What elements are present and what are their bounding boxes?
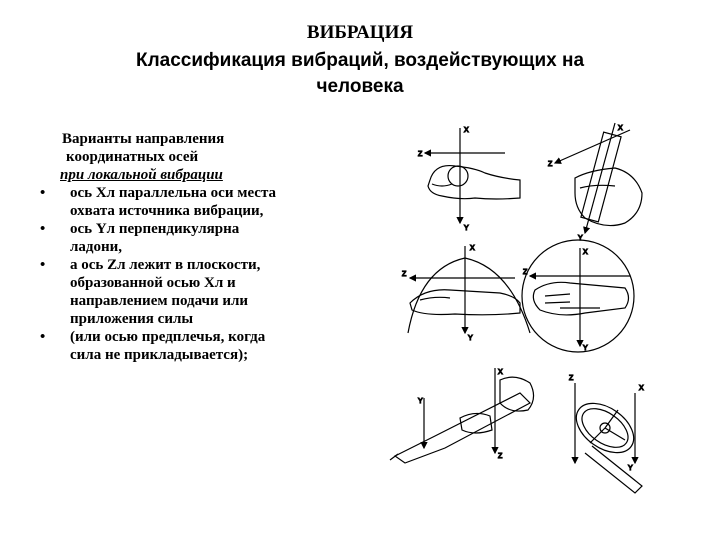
bullet-symbol: • — [40, 221, 46, 237]
bullet-item: • ось Хл параллельна оси места охвата ис… — [40, 184, 370, 220]
bullet-line: ось Yл перпендикулярна — [70, 221, 240, 237]
bullet-item: • ось Yл перпендикулярна ладони, — [40, 220, 370, 256]
hand-in-circle-icon: X Z Y — [521, 239, 635, 353]
axis-label-x: X — [464, 127, 469, 134]
heading-line-2: координатных осей — [66, 149, 199, 165]
axis-label-z: Z — [569, 375, 574, 382]
bullet-symbol: • — [40, 329, 46, 345]
axis-label-y: Y — [578, 235, 583, 242]
hand-grip-cylinder-icon: X Z Y — [547, 122, 643, 243]
text-block: Варианты направления координатных осей п… — [40, 130, 370, 364]
bullet-line: направлением подачи или — [70, 293, 249, 309]
flat-hand-icon: X Z Y — [401, 244, 531, 343]
axis-label-y: Y — [418, 398, 423, 405]
bullet-symbol: • — [40, 185, 46, 201]
axis-label-z: Z — [548, 161, 553, 168]
subtitle-line-2: человека — [316, 76, 404, 97]
heading-line-3: при локальной вибрации — [60, 167, 223, 183]
bullet-line: образованной осью Хл и — [70, 275, 236, 291]
slide-title: ВИБРАЦИЯ — [306, 22, 414, 43]
steering-wheel-icon: Z X Y — [568, 374, 645, 494]
bullet-line: охвата источника вибрации, — [70, 203, 264, 219]
axis-label-y: Y — [583, 345, 588, 352]
axis-label-x: X — [470, 245, 475, 252]
axis-label-z: Z — [498, 453, 503, 460]
axis-label-x: X — [618, 125, 623, 132]
bullet-line: ладони, — [70, 239, 123, 255]
bullet-line: приложения силы — [70, 311, 194, 327]
axis-label-z: Z — [402, 271, 407, 278]
bullet-line: ось Хл параллельна оси места — [70, 185, 277, 201]
bullet-line: а ось Zл лежит в плоскости, — [70, 257, 261, 273]
bullet-list: • ось Хл параллельна оси места охвата ис… — [40, 184, 370, 364]
subtitle-line-1: Классификация вибраций, воздействующих н… — [135, 50, 585, 71]
bullet-item: • а ось Zл лежит в плоскости, образованн… — [40, 256, 370, 328]
axis-label-x: X — [639, 385, 644, 392]
axis-label-z: Z — [523, 269, 528, 276]
axis-label-x: X — [498, 369, 503, 376]
axes-illustrations: X Z Y X Z Y X — [389, 122, 645, 494]
axis-label-z: Z — [418, 151, 423, 158]
power-tool-icon: X Y Z — [389, 368, 535, 464]
bullet-item: • (или осью предплечья, когда сила не пр… — [40, 328, 370, 364]
bullet-symbol: • — [40, 257, 46, 273]
hand-grip-sphere-icon: X Z Y — [417, 126, 521, 233]
axis-label-x: X — [583, 249, 588, 256]
slide-subtitle: Классификация вибраций, воздействующих н… — [60, 48, 660, 100]
bullet-line: (или осью предплечья, когда — [70, 329, 266, 345]
hand-vibration-axes-figure: X Z Y X Z Y X — [380, 118, 710, 518]
axis-label-y: Y — [464, 225, 469, 232]
bullet-line: сила не прикладывается); — [70, 347, 249, 363]
axis-label-y: Y — [468, 335, 473, 342]
heading-line-1: Варианты направления — [62, 131, 225, 147]
axis-label-y: Y — [628, 465, 633, 472]
